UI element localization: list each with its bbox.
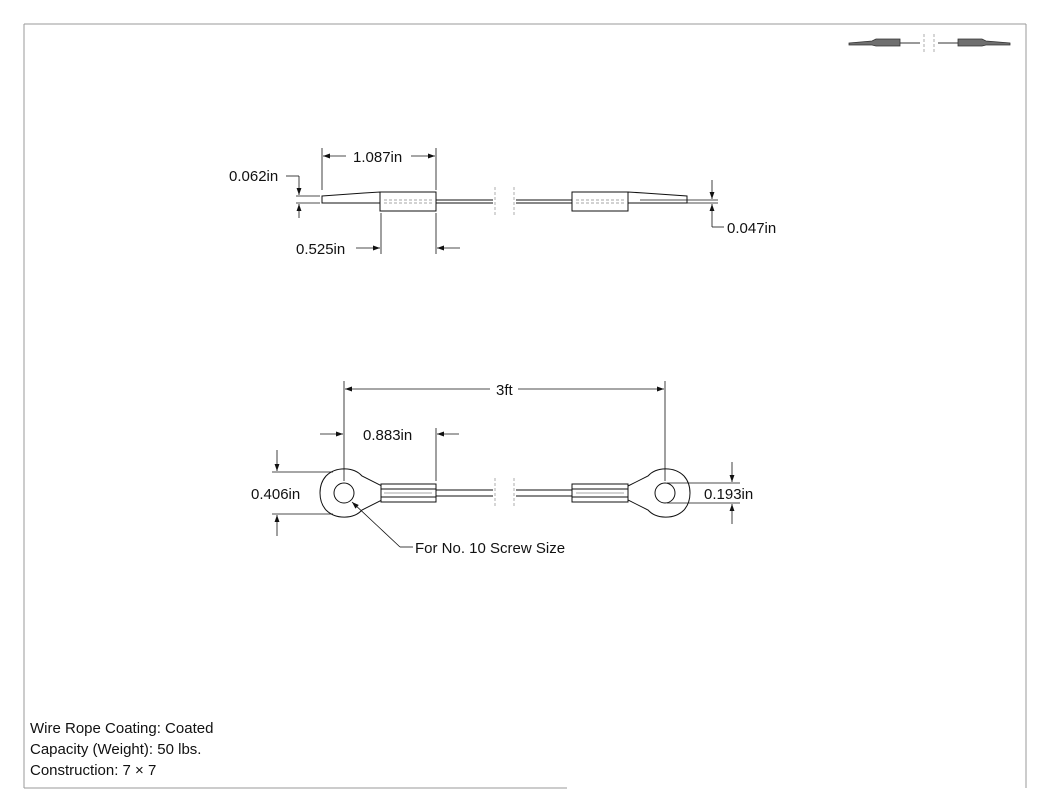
dim-overall-length: 1.087in [353, 149, 402, 166]
top-view-dimensions [272, 381, 740, 548]
dim-total-length: 3ft [496, 382, 514, 399]
side-view [321, 187, 688, 215]
spec-construction: Construction: 7 × 7 [30, 762, 157, 779]
cable-thumbnail-icon [848, 34, 1011, 54]
dim-eye-width: 0.406in [251, 486, 300, 503]
dim-eye-to-ferrule: 0.883in [363, 427, 412, 444]
side-view-dimensions [286, 148, 724, 254]
sheet-frame [23, 23, 1027, 789]
dim-ferrule-length: 0.525in [296, 241, 345, 258]
top-view [319, 468, 691, 518]
dim-wire-diameter: 0.047in [727, 220, 776, 237]
dim-thickness: 0.062in [229, 168, 278, 185]
screw-size-callout: For No. 10 Screw Size [415, 540, 565, 557]
dim-hole-diameter: 0.193in [704, 486, 753, 503]
spec-capacity: Capacity (Weight): 50 lbs. [30, 741, 202, 758]
spec-coating: Wire Rope Coating: Coated [30, 720, 214, 737]
